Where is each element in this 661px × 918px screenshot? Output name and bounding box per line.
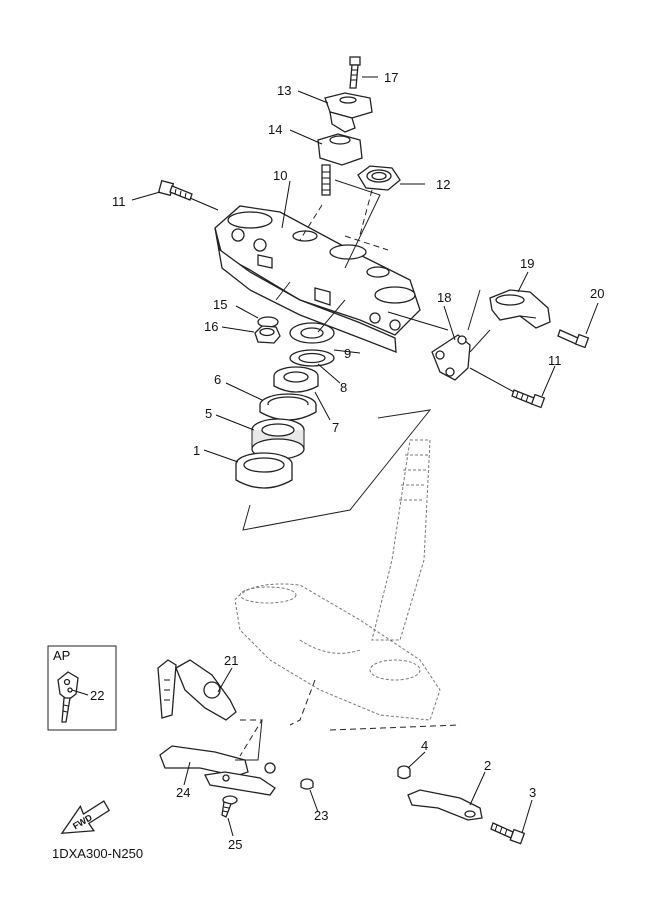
inset-label: AP [53, 648, 70, 663]
bolt-11-upper [157, 179, 193, 201]
callout-15: 15 [213, 297, 227, 312]
steering-stem [234, 439, 441, 721]
callout-7: 7 [332, 420, 339, 435]
screw-23 [300, 778, 314, 790]
callout-8: 8 [340, 380, 347, 395]
callout-11-lower: 11 [548, 353, 562, 368]
group-line-3 [467, 289, 491, 353]
upper-bracket [214, 205, 421, 353]
callout-4: 4 [421, 738, 428, 753]
diagram-code: 1DXA300-N250 [52, 846, 143, 861]
callout-24: 24 [176, 785, 190, 800]
callout-12: 12 [436, 177, 450, 192]
callout-20: 20 [590, 286, 604, 301]
callout-25: 25 [228, 837, 242, 852]
callout-2: 2 [484, 758, 491, 773]
callout-1: 1 [193, 443, 200, 458]
callout-13: 13 [277, 83, 291, 98]
seal-6 [259, 393, 317, 421]
ap-inset [47, 645, 117, 731]
bolt-11-lower [511, 389, 546, 409]
callout-23: 23 [314, 808, 328, 823]
bolt-3 [490, 822, 526, 845]
screw-25 [221, 795, 238, 818]
bearing-5 [251, 418, 305, 460]
group-line-4 [235, 719, 263, 761]
ring-nut [273, 366, 319, 393]
steering-stem-nut [357, 165, 401, 191]
group-line [334, 179, 381, 269]
callout-5: 5 [205, 406, 212, 421]
bolt-20 [557, 329, 590, 349]
callout-11-upper: 11 [112, 194, 126, 209]
nut-16 [254, 325, 281, 344]
group-line-2 [275, 281, 346, 333]
handlebar-holder-lower [317, 133, 363, 196]
ap-inset-frame [47, 645, 117, 731]
handlebar-holder-upper [324, 92, 373, 133]
callout-3: 3 [529, 785, 536, 800]
callout-14: 14 [268, 122, 282, 137]
callout-18: 18 [437, 290, 451, 305]
washer-8 [289, 349, 335, 367]
washer-9 [289, 322, 335, 344]
callout-6: 6 [214, 372, 221, 387]
bracket-2 [407, 789, 483, 821]
callout-19: 19 [520, 256, 534, 271]
key-icon [57, 671, 79, 723]
group-dash [299, 189, 389, 251]
bolt-17 [349, 56, 361, 89]
stem-leader-dash [329, 724, 461, 731]
callout-21: 21 [224, 653, 238, 668]
clamp-19 [489, 289, 551, 329]
bearing-race-1 [235, 452, 293, 489]
collar-4 [397, 765, 411, 780]
stem-group-outline [242, 409, 432, 531]
callout-10: 10 [273, 168, 287, 183]
callout-9: 9 [344, 346, 351, 361]
leader-lines [71, 76, 599, 837]
bracket-18 [431, 334, 471, 381]
fwd-arrow-icon [60, 800, 111, 834]
callout-labels: 1 2 3 4 5 6 7 8 9 10 11 11 12 13 14 15 1… [90, 70, 604, 852]
callout-17: 17 [384, 70, 398, 85]
washer-15 [257, 316, 279, 328]
switch-21 [157, 659, 237, 721]
bracket-24 [159, 745, 276, 796]
callout-22: 22 [90, 688, 104, 703]
callout-16: 16 [204, 319, 218, 334]
